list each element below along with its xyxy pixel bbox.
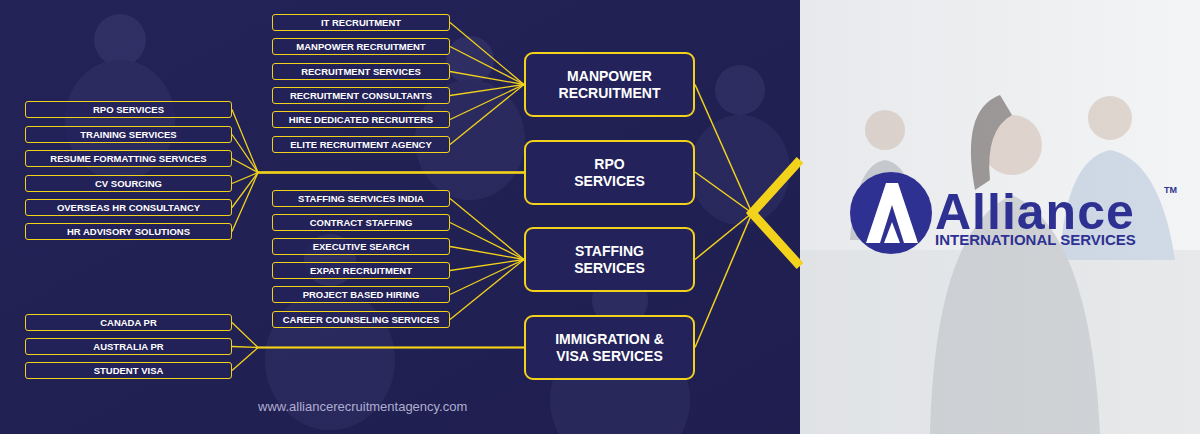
category-text: RPO SERVICES (570, 156, 650, 190)
logo-a-notch (884, 222, 900, 243)
connector-line (232, 348, 524, 371)
hub-lines (695, 85, 752, 348)
service-box: HIRE DEDICATED RECRUITERS (272, 111, 450, 128)
office-photo-panel (800, 0, 1200, 434)
hub-line (695, 172, 752, 213)
service-text: ELITE RECRUITMENT AGENCY (290, 139, 432, 151)
logo-tagline: INTERNATIONAL SERVICES (935, 232, 1136, 247)
service-box: IT RECRUITMENT (272, 14, 450, 31)
service-text: RECRUITMENT SERVICES (301, 66, 421, 78)
photo-person-head (1088, 96, 1132, 140)
service-text: STAFFING SERVICES INDIA (298, 193, 424, 205)
service-box: OVERSEAS HR CONSULTANCY (25, 199, 232, 216)
connector-line (232, 173, 524, 208)
service-box: RECRUITMENT CONSULTANTS (272, 87, 450, 104)
service-text: PROJECT BASED HIRING (303, 289, 420, 301)
chevron-bracket (752, 160, 800, 266)
connector-line (450, 247, 524, 260)
service-text: CANADA PR (100, 317, 157, 329)
connector-line (450, 47, 524, 85)
service-box: CAREER COUNSELING SERVICES (272, 311, 450, 328)
service-text: CONTRACT STAFFING (310, 217, 413, 229)
service-box: RESUME FORMATTING SERVICES (25, 150, 232, 167)
service-text: RPO SERVICES (93, 104, 164, 116)
category-text: MANPOWER RECRUITMENT (545, 68, 675, 102)
service-text: TRAINING SERVICES (80, 129, 176, 141)
service-text: EXPAT RECRUITMENT (310, 265, 412, 277)
service-text: RESUME FORMATTING SERVICES (50, 153, 206, 165)
connector-line (450, 223, 524, 260)
photo-person-head (865, 110, 905, 150)
crowd-head (446, 36, 494, 84)
service-text: HIRE DEDICATED RECRUITERS (289, 114, 433, 126)
crowd-head (715, 65, 765, 115)
service-text: MANPOWER RECRUITMENT (296, 41, 425, 53)
connector-line (450, 23, 524, 85)
logo-circle (850, 172, 932, 254)
service-box: ELITE RECRUITMENT AGENCY (272, 136, 450, 153)
service-text: HR ADVISORY SOLUTIONS (67, 226, 190, 238)
crowd-head (94, 14, 146, 66)
logo-wordmark: Alliance (935, 187, 1135, 237)
service-text: EXECUTIVE SEARCH (313, 241, 410, 253)
service-text: STUDENT VISA (94, 365, 164, 377)
category-text: IMMIGRATION & VISA SERVICES (545, 331, 675, 365)
service-box: EXPAT RECRUITMENT (272, 262, 450, 279)
navy-panel (0, 0, 800, 434)
connector-line (450, 85, 524, 145)
service-box: HR ADVISORY SOLUTIONS (25, 223, 232, 240)
service-box: CANADA PR (25, 314, 232, 331)
service-text: OVERSEAS HR CONSULTANCY (57, 202, 200, 214)
logo-emblem (850, 172, 932, 254)
office-photo-figures (800, 95, 1200, 434)
service-text: CAREER COUNSELING SERVICES (283, 314, 440, 326)
service-box: CONTRACT STAFFING (272, 214, 450, 231)
service-text: AUSTRALIA PR (93, 341, 163, 353)
service-box: TRAINING SERVICES (25, 126, 232, 143)
trademark-mark: TM (1164, 186, 1177, 195)
connector-line (450, 199, 524, 260)
connector-line (232, 173, 524, 184)
crowd-body (690, 115, 790, 225)
category-text: STAFFING SERVICES (545, 243, 675, 277)
service-box: PROJECT BASED HIRING (272, 286, 450, 303)
service-box: STUDENT VISA (25, 362, 232, 379)
connector-line (450, 260, 524, 320)
service-box: STAFFING SERVICES INDIA (272, 190, 450, 207)
service-box: AUSTRALIA PR (25, 338, 232, 355)
category-box: IMMIGRATION & VISA SERVICES (524, 315, 695, 380)
category-box: RPO SERVICES (524, 140, 695, 205)
category-box: STAFFING SERVICES (524, 227, 695, 292)
hub-line (695, 85, 752, 214)
service-text: RECRUITMENT CONSULTANTS (290, 90, 432, 102)
website-url: www.alliancerecruitmentagency.com (258, 400, 467, 413)
hub-line (695, 213, 752, 260)
service-text: CV SOURCING (95, 178, 162, 190)
connector-line (450, 72, 524, 85)
service-box: RECRUITMENT SERVICES (272, 63, 450, 80)
service-box: MANPOWER RECRUITMENT (272, 38, 450, 55)
photo-person-hair (971, 95, 1012, 190)
service-text: IT RECRUITMENT (321, 17, 401, 29)
service-box: EXECUTIVE SEARCH (272, 238, 450, 255)
connector-line (232, 135, 524, 173)
service-box: CV SOURCING (25, 175, 232, 192)
service-box: RPO SERVICES (25, 101, 232, 118)
connector-line (232, 110, 524, 173)
category-box: MANPOWER RECRUITMENT (524, 52, 695, 117)
connector-line (232, 159, 524, 173)
logo-a-mark (866, 183, 918, 243)
hub-line (695, 213, 752, 348)
